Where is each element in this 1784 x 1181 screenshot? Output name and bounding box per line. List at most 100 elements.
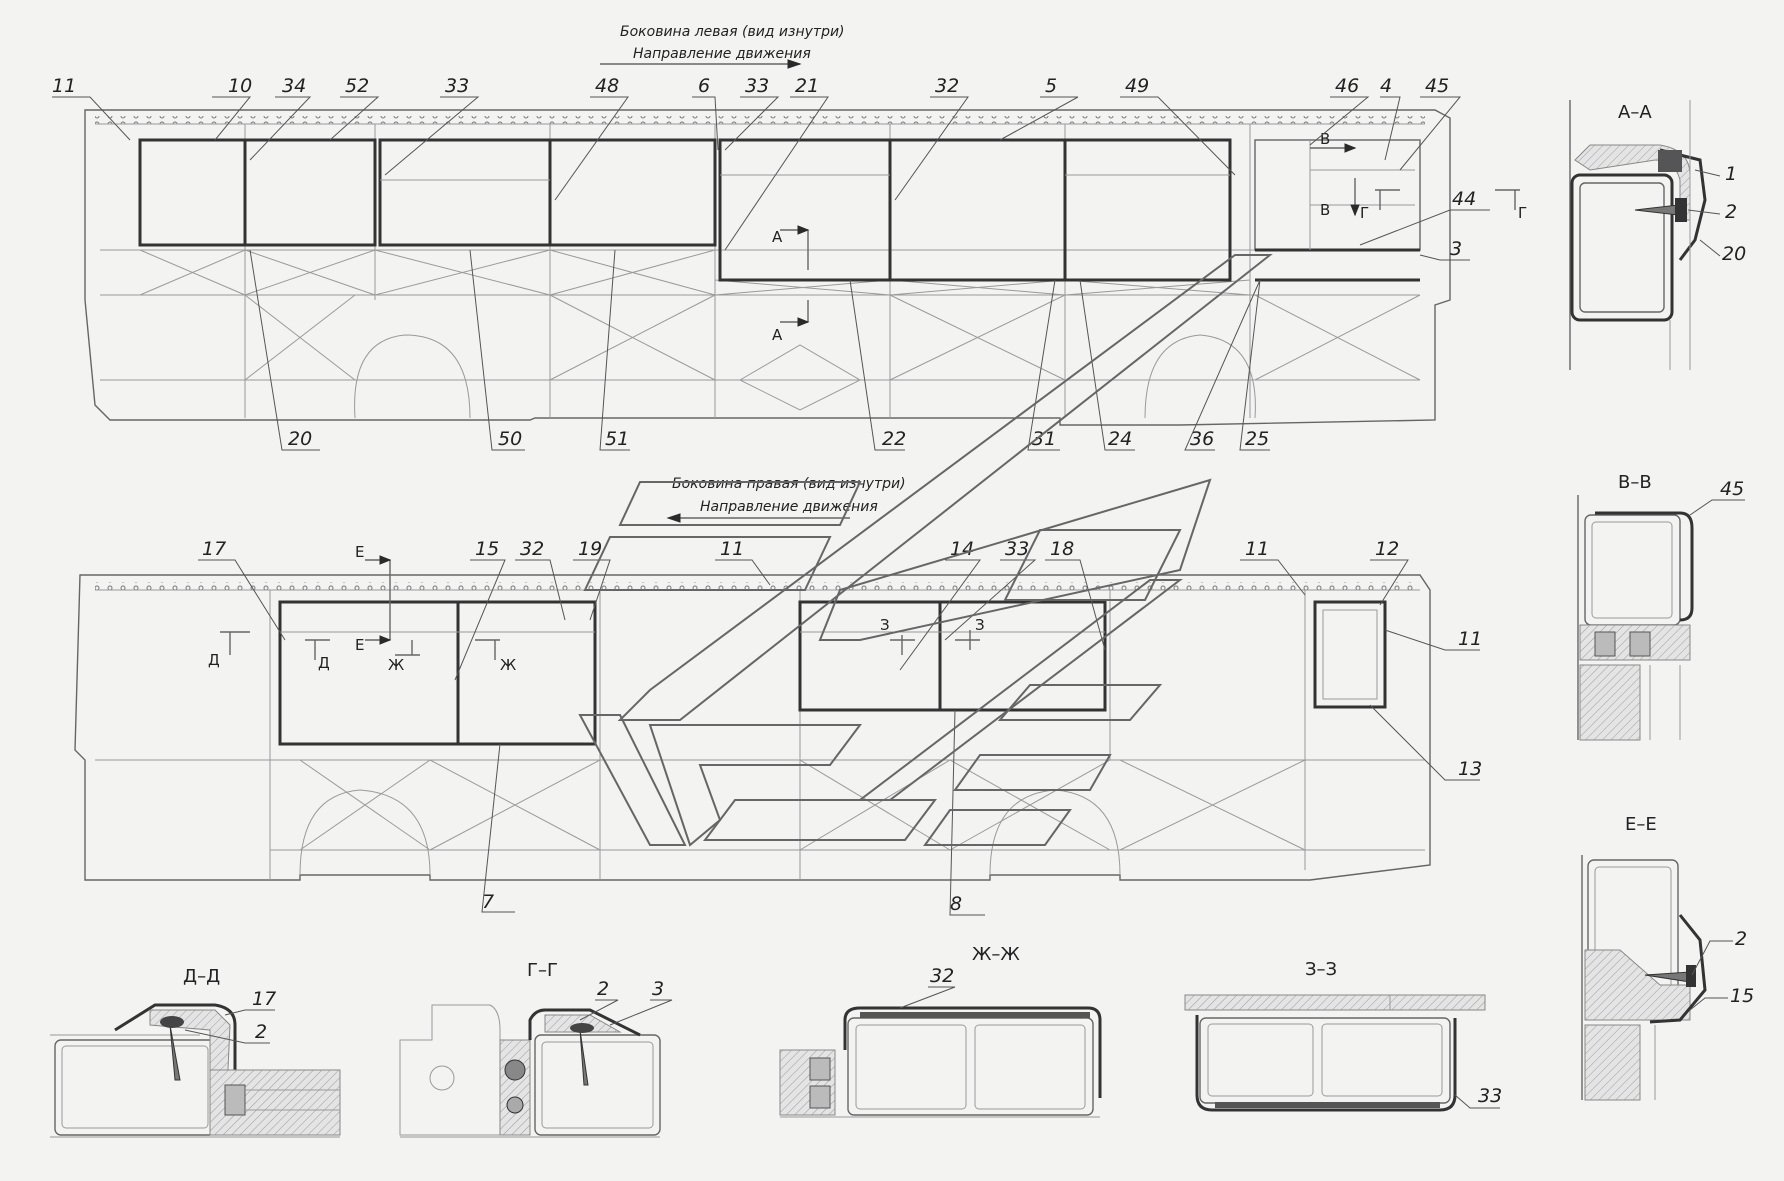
section-zhzh-title: Ж–Ж	[972, 944, 1020, 965]
right-body-outline	[74, 574, 1431, 881]
right-side-panel: Боковина правая (вид изнутри) Направлени…	[74, 476, 1482, 916]
callout-50: 50	[498, 428, 522, 450]
section-zhzh: Ж–Ж 32	[779, 944, 1102, 1118]
brand-logo-watermark	[578, 254, 1273, 847]
callout-31: 31	[1032, 428, 1056, 450]
callout-33b: 33	[745, 75, 769, 97]
callout-6: 6	[698, 75, 710, 97]
section-aa: А–А 1 2 20	[1569, 100, 1746, 370]
aa-callout-2: 2	[1725, 201, 1737, 223]
left-rivet-row	[95, 116, 1425, 124]
callout-22: 22	[882, 428, 906, 450]
callout-49: 49	[1125, 75, 1149, 97]
callout-46: 46	[1335, 75, 1359, 97]
callout-36: 36	[1190, 428, 1214, 450]
left-side-title: Боковина левая (вид изнутри)	[620, 24, 845, 40]
aa-callout-20: 20	[1722, 243, 1746, 265]
left-front-wheel-arch	[1144, 334, 1256, 419]
callout-20: 20	[288, 428, 312, 450]
mark-v-bottom: В	[1320, 201, 1330, 219]
callout-10: 10	[228, 75, 252, 97]
callout-15: 15	[475, 538, 499, 560]
section-ee-title: Е–Е	[1625, 814, 1657, 835]
callout-12: 12	[1375, 538, 1399, 560]
zz-callout-33: 33	[1478, 1085, 1502, 1107]
gg-callout-3: 3	[652, 978, 664, 1000]
callout-44: 44	[1452, 188, 1476, 210]
mark-z-left: З	[880, 616, 890, 634]
callout-33-right: 33	[1005, 538, 1029, 560]
right-windows	[278, 600, 1387, 746]
mark-d-left: Д	[208, 651, 220, 669]
gg-callout-2: 2	[597, 978, 609, 1000]
callout-24: 24	[1108, 428, 1132, 450]
callout-21: 21	[795, 75, 819, 97]
mark-g-left: Г	[1360, 204, 1369, 222]
zhzh-callout-32: 32	[930, 965, 954, 987]
mark-z-right: З	[975, 616, 985, 634]
mark-zh-right: Ж	[500, 656, 516, 674]
right-rivet-row	[95, 582, 1420, 590]
callout-52: 52	[345, 75, 369, 97]
section-vv-title: В–В	[1618, 472, 1652, 493]
left-leader-lines	[52, 96, 1490, 451]
section-zz: З–З 33	[1184, 959, 1502, 1112]
right-leader-lines	[198, 559, 1480, 916]
ee-callout-2: 2	[1735, 928, 1747, 950]
direction-arrowhead-right	[666, 513, 681, 523]
callout-17: 17	[202, 538, 226, 560]
callout-51: 51	[605, 428, 629, 450]
mark-a-bottom: А	[772, 326, 783, 344]
section-aa-title: А–А	[1618, 102, 1652, 123]
left-callouts: 11 10 34 52 33 48 6 33 21 32 5 49 46 4 4…	[52, 75, 1476, 450]
mark-e-bottom: Е	[355, 636, 364, 654]
callout-11-right-b: 11	[1245, 538, 1269, 560]
callout-5: 5	[1045, 75, 1057, 97]
callout-11: 11	[52, 75, 76, 97]
door-window-block	[1254, 139, 1421, 251]
vv-callout-45: 45	[1720, 478, 1744, 500]
section-gg-title: Г–Г	[527, 960, 558, 981]
mark-e-top: Е	[355, 543, 364, 561]
callout-11-right-c: 11	[1458, 628, 1482, 650]
callout-3: 3	[1450, 238, 1462, 260]
callout-19: 19	[578, 538, 602, 560]
section-marks-right: Д Д Е Е Ж Ж З З	[208, 543, 985, 674]
left-direction-label: Направление движения	[633, 46, 811, 62]
section-mark-v-g: В В Г Г	[1310, 130, 1527, 222]
callout-7: 7	[482, 891, 494, 913]
right-rear-wheel-arch	[299, 789, 431, 876]
callout-25: 25	[1245, 428, 1269, 450]
dd-callout-2: 2	[255, 1021, 267, 1043]
section-dd-title: Д–Д	[183, 966, 220, 987]
direction-arrowhead	[787, 59, 802, 69]
mark-a-top: А	[772, 228, 783, 246]
mark-zh-left: Ж	[388, 656, 404, 674]
mark-d-right: Д	[318, 654, 330, 672]
callout-11-right: 11	[720, 538, 744, 560]
left-side-panel: Боковина левая (вид изнутри) Направление…	[52, 24, 1527, 451]
aa-callout-1: 1	[1725, 163, 1737, 185]
callout-33: 33	[445, 75, 469, 97]
callout-13: 13	[1458, 758, 1482, 780]
callout-32-right: 32	[520, 538, 544, 560]
right-callouts: 17 15 32 19 11 14 33 18 11 12 11 13 7 8	[202, 538, 1482, 915]
dd-callout-17: 17	[252, 988, 276, 1010]
mark-g-right: Г	[1518, 204, 1527, 222]
left-rear-wheel-arch	[354, 334, 471, 419]
left-windows	[138, 138, 1421, 282]
right-direction-label: Направление движения	[700, 499, 878, 515]
mark-v-top: В	[1320, 130, 1330, 148]
right-side-title: Боковина правая (вид изнутри)	[672, 476, 906, 492]
callout-8: 8	[950, 893, 962, 915]
callout-34: 34	[282, 75, 306, 97]
section-dd: Д–Д 17 2	[50, 966, 341, 1138]
section-mark-a: А А	[772, 225, 810, 344]
section-gg: Г–Г 2 3	[399, 960, 673, 1138]
callout-18: 18	[1050, 538, 1074, 560]
callout-45: 45	[1425, 75, 1449, 97]
left-body-outline	[84, 109, 1451, 426]
callout-4: 4	[1380, 75, 1392, 97]
section-zz-title: З–З	[1305, 959, 1337, 980]
